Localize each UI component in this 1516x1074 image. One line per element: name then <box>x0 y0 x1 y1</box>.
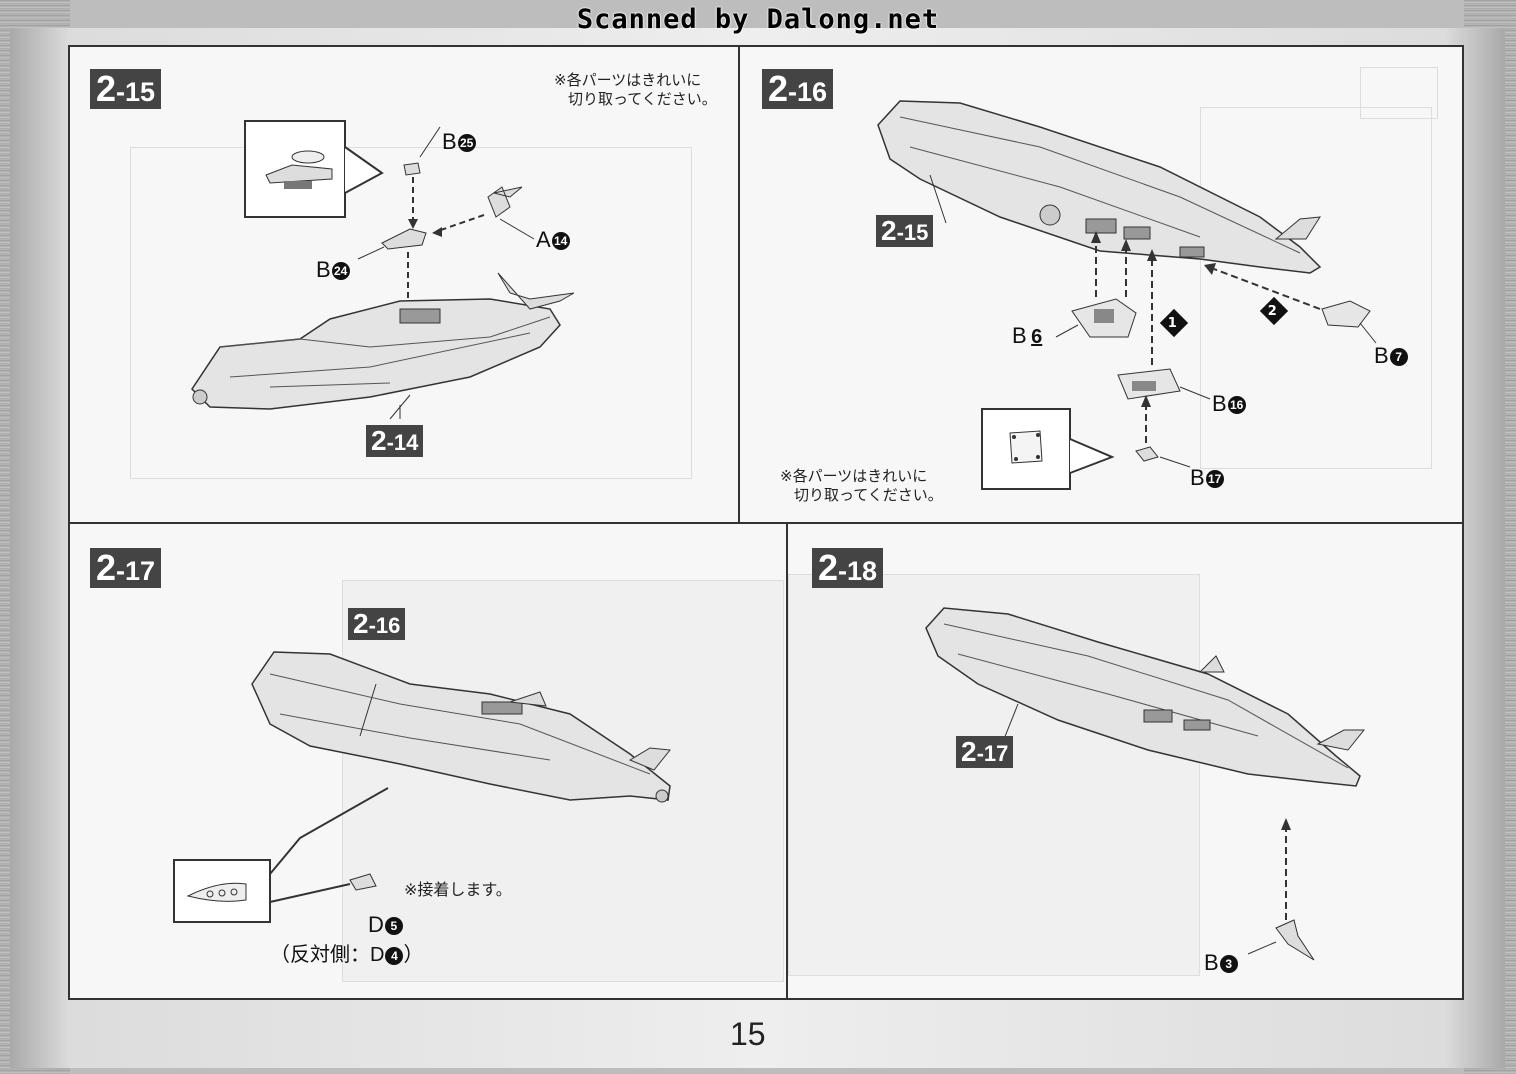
ref-major: 2 <box>353 608 369 639</box>
step-number-badge: 2-17 <box>90 547 162 588</box>
ref-major: 2 <box>961 736 977 767</box>
part-number: 16 <box>1227 396 1246 415</box>
glue-note: ※接着します。 <box>404 880 512 899</box>
step-major: 2 <box>768 68 789 109</box>
step-number-badge: 2-15 <box>90 68 162 109</box>
ref-major: 2 <box>881 215 897 246</box>
ref-minor: -17 <box>976 741 1009 766</box>
cut-note: ※各パーツはきれいに 切り取ってください。 <box>780 467 943 505</box>
bleed-through <box>1200 107 1432 469</box>
bleed-through-page-number <box>682 1022 708 1059</box>
part-letter: B <box>442 129 457 154</box>
part-letter: B <box>1212 391 1227 416</box>
bleed-through <box>130 147 692 479</box>
part-number: 6 <box>1031 326 1043 349</box>
ref-minor: -14 <box>386 430 419 455</box>
ref-minor: -15 <box>896 220 929 245</box>
part-letter: B <box>1012 323 1027 348</box>
instruction-frame: 2-15 ※各パーツはきれいに 切り取ってください。 <box>68 45 1464 1000</box>
part-letter: B <box>316 257 331 282</box>
note-line: ※各パーツはきれいに <box>780 467 928 485</box>
part-number: 25 <box>457 134 476 153</box>
step-number-badge: 2-18 <box>812 547 884 588</box>
part-number: 4 <box>385 946 404 965</box>
reference-step-badge: 2-15 <box>876 215 934 247</box>
step-2-15-illustration <box>191 120 575 420</box>
note-line: 切り取ってください。 <box>794 486 943 504</box>
part-letter: B <box>1204 950 1219 975</box>
order-number: 2 <box>1268 304 1278 320</box>
bleed-through <box>1360 67 1438 119</box>
step-2-16-panel: 2-16 <box>740 47 1462 524</box>
step-minor: -18 <box>838 556 878 586</box>
step-major: 2 <box>96 547 117 588</box>
part-number: 5 <box>384 917 403 936</box>
scan-credit: Scanned by Dalong.net <box>576 4 940 35</box>
part-letter: D <box>368 912 384 937</box>
part-letter: B <box>1190 465 1205 490</box>
part-number: 14 <box>551 232 570 251</box>
reference-step-badge: 2-16 <box>348 608 406 640</box>
opposite-suffix: ） <box>403 944 424 966</box>
ref-minor: -16 <box>368 613 401 638</box>
opposite-prefix: （反対側： <box>270 944 370 966</box>
ref-major: 2 <box>371 425 387 456</box>
note-line: 切り取ってください。 <box>568 90 717 108</box>
reference-step-badge: 2-14 <box>366 425 424 457</box>
part-letter: D <box>370 944 385 966</box>
part-letter: A <box>536 227 551 252</box>
part-letter: B <box>1374 343 1389 368</box>
part-number: 24 <box>331 262 350 281</box>
note-line: ※各パーツはきれいに <box>554 71 702 89</box>
step-minor: -15 <box>116 77 156 107</box>
page-number: 15 <box>730 1016 766 1052</box>
step-major: 2 <box>96 68 117 109</box>
order-number: 1 <box>1168 316 1178 332</box>
step-minor: -17 <box>116 556 156 586</box>
step-number-badge: 2-16 <box>762 68 834 109</box>
cut-note: ※各パーツはきれいに 切り取ってください。 <box>554 71 717 109</box>
step-2-15-panel: 2-15 ※各パーツはきれいに 切り取ってください。 <box>70 47 740 524</box>
step-2-16-illustration <box>877 100 1377 490</box>
part-number: 3 <box>1219 955 1238 974</box>
step-minor: -16 <box>788 77 828 107</box>
step-major: 2 <box>818 547 839 588</box>
part-number: 17 <box>1205 470 1224 489</box>
part-number: 7 <box>1389 348 1408 367</box>
step-2-17-illustration <box>173 651 671 923</box>
step-2-18-illustration <box>925 607 1366 961</box>
reference-step-badge: 2-17 <box>956 736 1014 768</box>
